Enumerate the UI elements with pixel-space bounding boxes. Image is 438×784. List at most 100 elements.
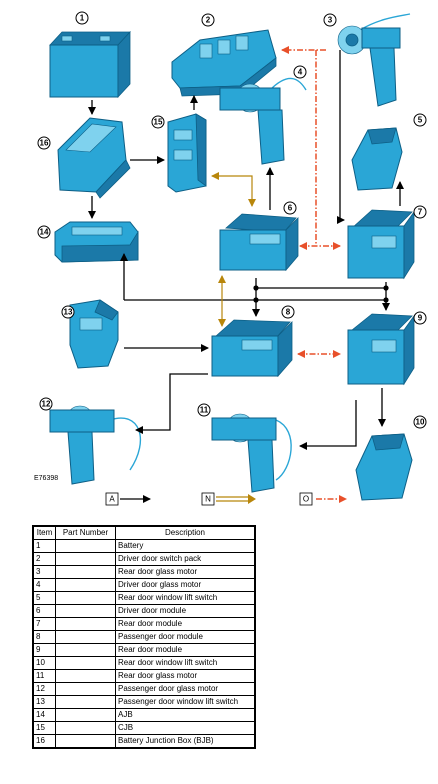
battery-component (49, 30, 131, 99)
table-row: 12 Passenger door glass motor (32, 682, 256, 696)
cell-part-number (55, 578, 116, 592)
svg-text:13: 13 (64, 308, 73, 317)
cell-item: 14 (32, 708, 56, 722)
table-row: 9 Rear door module (32, 643, 256, 657)
cell-description: Rear door window lift switch (115, 656, 256, 670)
cell-description: Rear door window lift switch (115, 591, 256, 605)
header-description: Description (115, 525, 256, 540)
cell-description: Driver door switch pack (115, 552, 256, 566)
reference-code: E76398 (34, 475, 58, 482)
cell-item: 9 (32, 643, 56, 657)
cell-part-number (55, 734, 116, 749)
cell-description: Passenger door glass motor (115, 682, 256, 696)
cell-description: Passenger door window lift switch (115, 695, 256, 709)
legend-o: O (299, 492, 313, 506)
callout-15: 15 (151, 115, 165, 129)
junction-dots (253, 285, 389, 303)
cell-part-number (55, 591, 116, 605)
svg-text:2: 2 (206, 16, 211, 25)
driver-door-glass-motor-component (219, 77, 307, 165)
rear-door-window-lift-switch-component-5 (351, 127, 403, 191)
bjb-component (57, 117, 131, 199)
callout-4: 4 (293, 65, 307, 79)
cell-description: Driver door glass motor (115, 578, 256, 592)
table-row: 14 AJB (32, 708, 256, 722)
legend-n: N (201, 492, 215, 506)
rear-door-window-lift-switch-component-10 (355, 433, 413, 501)
driver-door-switch-pack-component (171, 29, 277, 97)
cell-item: 3 (32, 565, 56, 579)
callout-7: 7 (413, 205, 427, 219)
cell-part-number (55, 682, 116, 696)
driver-door-module-component (219, 213, 299, 272)
callout-2: 2 (201, 13, 215, 27)
rear-door-module-component-9 (347, 313, 415, 386)
callout-6: 6 (283, 201, 297, 215)
cell-part-number (55, 656, 116, 670)
svg-text:11: 11 (200, 406, 209, 415)
cell-item: 7 (32, 617, 56, 631)
connection-lines-n (211, 172, 256, 327)
table-row: 4 Driver door glass motor (32, 578, 256, 592)
passenger-door-window-lift-switch-component (69, 299, 119, 369)
cell-item: 5 (32, 591, 56, 605)
table-row: 5 Rear door window lift switch (32, 591, 256, 605)
cell-description: Rear door module (115, 617, 256, 631)
cell-item: 15 (32, 721, 56, 735)
table-header-row: Item Part Number Description (32, 525, 256, 540)
svg-text:3: 3 (328, 16, 333, 25)
callout-14: 14 (37, 225, 51, 239)
callout-9: 9 (413, 311, 427, 325)
svg-text:8: 8 (286, 308, 291, 317)
table-row: 15 CJB (32, 721, 256, 735)
table-row: 8 Passenger door module (32, 630, 256, 644)
cell-item: 2 (32, 552, 56, 566)
cell-part-number (55, 721, 116, 735)
header-item: Item (32, 525, 56, 540)
cell-part-number (55, 695, 116, 709)
cell-item: 1 (32, 539, 56, 553)
table-row: 3 Rear door glass motor (32, 565, 256, 579)
ajb-component (54, 221, 139, 263)
cell-part-number (55, 708, 116, 722)
legend-a: A (105, 492, 119, 506)
svg-text:1: 1 (80, 14, 85, 23)
connection-lines-o (281, 46, 341, 358)
svg-text:16: 16 (40, 139, 49, 148)
cell-description: Driver door module (115, 604, 256, 618)
svg-text:5: 5 (418, 116, 423, 125)
cell-item: 8 (32, 630, 56, 644)
cell-description: CJB (115, 721, 256, 735)
svg-text:15: 15 (154, 118, 163, 127)
cell-part-number (55, 604, 116, 618)
cell-part-number (55, 617, 116, 631)
cell-description: AJB (115, 708, 256, 722)
cell-description: Rear door module (115, 643, 256, 657)
cell-description: Battery Junction Box (BJB) (115, 734, 256, 749)
svg-text:10: 10 (416, 418, 425, 427)
cell-part-number (55, 643, 116, 657)
svg-text:A: A (109, 495, 115, 504)
callout-13: 13 (61, 305, 75, 319)
cell-item: 11 (32, 669, 56, 683)
callout-11: 11 (197, 403, 211, 417)
callout-1: 1 (75, 11, 89, 25)
rear-door-glass-motor-component-11 (211, 413, 292, 493)
callout-16: 16 (37, 136, 51, 150)
callout-3: 3 (323, 13, 337, 27)
svg-text:O: O (303, 495, 309, 504)
callout-10: 10 (413, 415, 427, 429)
cell-item: 4 (32, 578, 56, 592)
cell-part-number (55, 552, 116, 566)
cell-item: 12 (32, 682, 56, 696)
cell-description: Rear door glass motor (115, 565, 256, 579)
cell-description: Passenger door module (115, 630, 256, 644)
legend-n-line (216, 494, 256, 504)
